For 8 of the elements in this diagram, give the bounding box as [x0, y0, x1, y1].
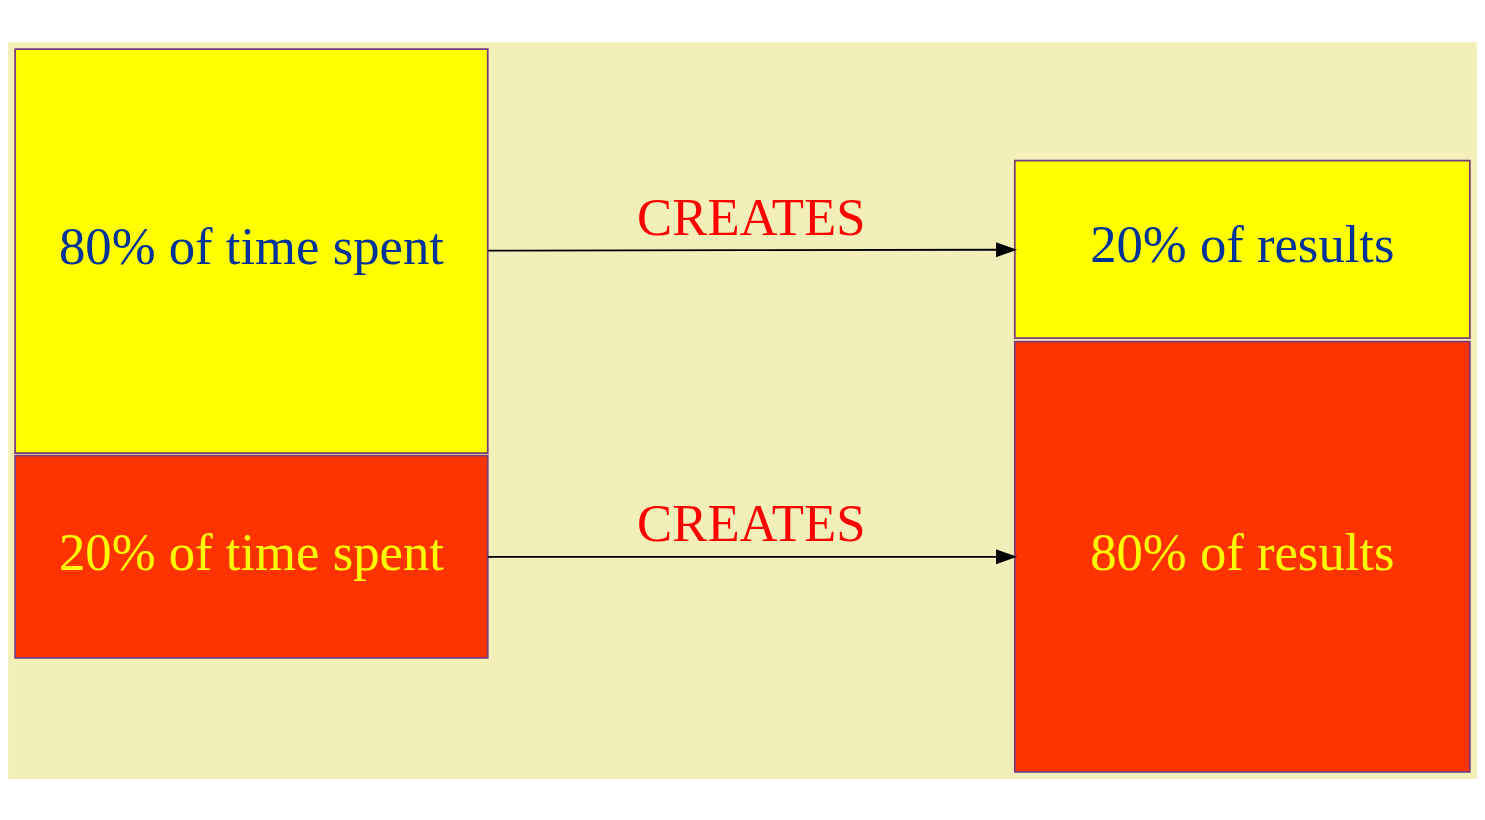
- node-box: 80% of results: [1013, 340, 1471, 773]
- node-box: 20% of results: [1013, 159, 1471, 339]
- arrow: [486, 548, 1018, 564]
- arrow: [486, 241, 1018, 257]
- node-box: 20% of time spent: [14, 454, 489, 659]
- edge-label: CREATES: [637, 493, 866, 552]
- node-box: 80% of time spent: [14, 47, 489, 454]
- edge-label: CREATES: [637, 187, 866, 246]
